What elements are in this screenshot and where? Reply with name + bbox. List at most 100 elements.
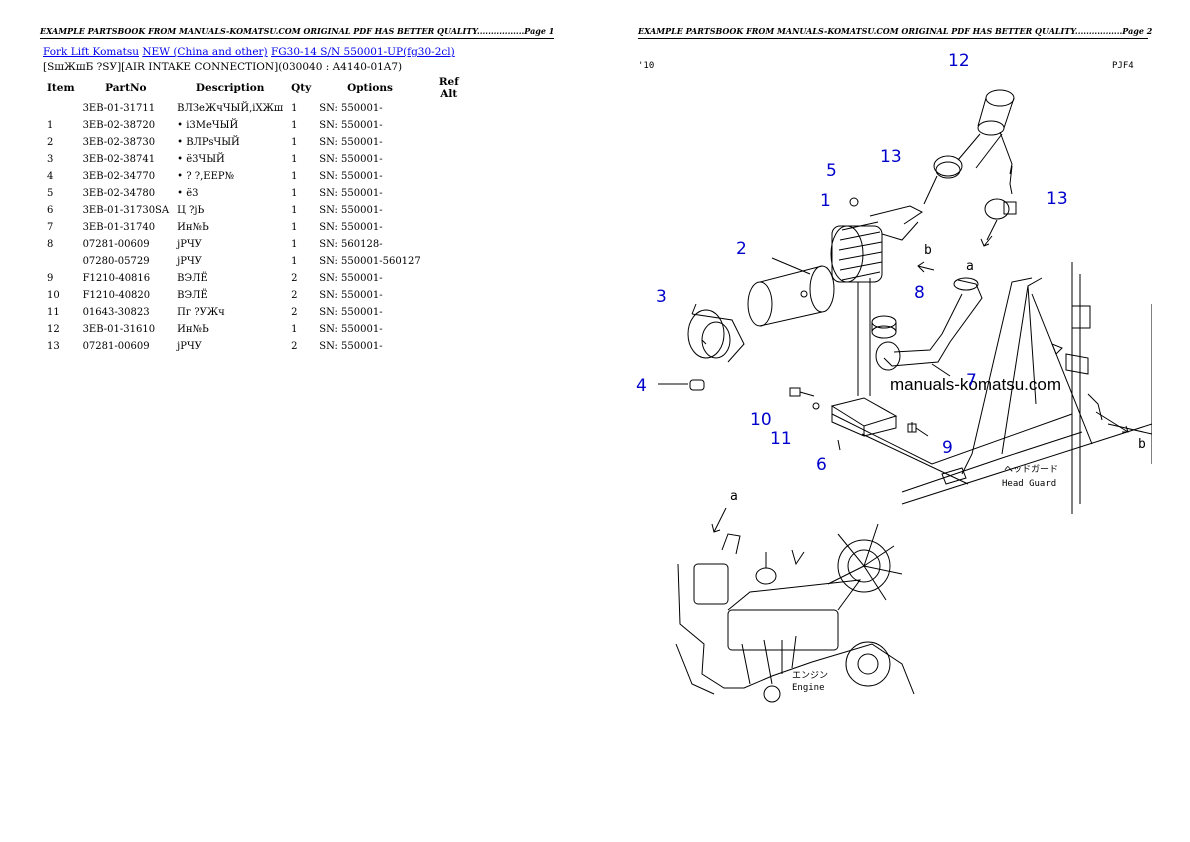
partno-cell: 3EB-02-34770 xyxy=(82,171,156,182)
letter-a-upper: a xyxy=(966,259,974,274)
refalt-cell xyxy=(425,117,473,134)
callout-number: 13 xyxy=(880,147,902,167)
qty-cell: 1 xyxy=(291,171,298,182)
column-header-description: Description xyxy=(195,82,265,94)
parts-diagram: '10 PJF4 ヘッドガード Head Guard エンジン Engine m… xyxy=(636,51,1152,703)
options-cell: SN: 550001- xyxy=(319,188,383,199)
callout-number: 2 xyxy=(736,239,747,259)
options-cell: SN: 550001- xyxy=(319,120,383,131)
table-header-row: Item PartNo Description Qty Options Ref … xyxy=(43,76,473,100)
qty-cell: 1 xyxy=(291,188,298,199)
refalt-cell xyxy=(425,151,473,168)
qty-cell: 1 xyxy=(291,222,298,233)
refalt-cell xyxy=(425,270,473,287)
callout-number: 1 xyxy=(820,191,831,211)
diagram-corner-left: '10 xyxy=(638,61,654,71)
letter-a-lower: a xyxy=(730,489,738,504)
partno-cell: F1210-40820 xyxy=(82,290,151,301)
item-cell: 4 xyxy=(47,171,54,182)
item-cell xyxy=(43,253,79,270)
partno-cell: 3EB-02-38741 xyxy=(82,154,156,165)
callout-number: 6 xyxy=(816,455,827,475)
page-title: [SшЖшБ ?SУ][AIR INTAKE CONNECTION](03004… xyxy=(43,61,403,73)
column-header-partno: PartNo xyxy=(105,82,147,94)
description-cell: ВЛЗеЖчЧЫЙ,iXЖш xyxy=(177,103,284,114)
description-cell: ВЭЛЁ xyxy=(177,273,208,284)
valve-4-drawing xyxy=(658,379,705,391)
partno-cell: 3EB-01-31730SA xyxy=(82,205,170,216)
qty-cell: 1 xyxy=(291,324,298,335)
item-cell: 7 xyxy=(47,222,54,233)
description-cell: • ё3ЧЫЙ xyxy=(177,154,225,165)
description-cell: Ин№Ь xyxy=(177,222,209,233)
air-cleaner-1-drawing xyxy=(830,197,923,396)
head-guard-en-label: Head Guard xyxy=(1002,479,1056,489)
breadcrumb-link-model[interactable]: FG30-14 S/N 550001-UP(fg30-2cl) xyxy=(271,46,455,58)
qty-cell: 1 xyxy=(291,103,298,114)
refalt-cell xyxy=(425,321,473,338)
qty-cell: 1 xyxy=(291,205,298,216)
partno-cell: 3EB-01-31740 xyxy=(82,222,156,233)
breadcrumb-link-forklift[interactable]: Fork Lift Komatsu xyxy=(43,46,139,58)
partno-cell: 07280-05729 xyxy=(82,256,150,267)
callout-number: 8 xyxy=(914,283,925,303)
description-cell: jРЧУ xyxy=(177,341,202,352)
qty-cell: 2 xyxy=(291,290,298,301)
partno-cell: F1210-40816 xyxy=(82,273,151,284)
item-cell: 3 xyxy=(47,154,54,165)
column-header-refalt: Ref Alt xyxy=(438,76,459,100)
options-cell: SN: 550001- xyxy=(319,222,383,233)
parts-table: Item PartNo Description Qty Options Ref … xyxy=(43,76,473,355)
column-header-options: Options xyxy=(347,82,393,94)
qty-cell: 1 xyxy=(291,256,298,267)
description-cell: Ин№Ь xyxy=(177,324,209,335)
page-header-1: EXAMPLE PARTSBOOK FROM MANUALS-KOMATSU.C… xyxy=(40,26,554,39)
partno-cell: 01643-30823 xyxy=(82,307,150,318)
refalt-cell xyxy=(425,287,473,304)
direction-arrows xyxy=(711,235,1129,533)
head-guard-jp-label: ヘッドガード xyxy=(1004,464,1058,475)
description-cell: • i3МеЧЫЙ xyxy=(177,120,239,131)
qty-cell: 2 xyxy=(291,341,298,352)
description-cell: Пг ?УЖч xyxy=(177,307,225,318)
item-cell: 2 xyxy=(47,137,54,148)
filter-element-2-drawing xyxy=(747,257,835,327)
callout-number: 10 xyxy=(750,410,772,430)
item-cell: 10 xyxy=(47,290,60,301)
refalt-cell xyxy=(425,168,473,185)
bolts-drawing xyxy=(789,387,929,437)
item-cell: 11 xyxy=(47,307,60,318)
engine-drawing xyxy=(675,523,915,703)
item-cell: 13 xyxy=(47,341,60,352)
breadcrumb-link-region[interactable]: NEW (China and other) xyxy=(142,46,268,58)
description-cell: • ё3 xyxy=(177,188,199,199)
callout-number: 3 xyxy=(656,287,667,307)
description-cell: jРЧУ xyxy=(177,239,202,250)
breadcrumb: Fork Lift Komatsu NEW (China and other) … xyxy=(43,46,455,58)
partno-cell: 3EB-02-34780 xyxy=(82,188,156,199)
diagram-corner-right: PJF4 xyxy=(1112,61,1134,71)
options-cell: SN: 550001- xyxy=(319,171,383,182)
refalt-cell xyxy=(425,304,473,321)
item-cell xyxy=(43,100,79,117)
partno-cell: 3EB-01-31711 xyxy=(82,103,156,114)
partno-cell: 3EB-02-38730 xyxy=(82,137,156,148)
callout-number: 12 xyxy=(948,51,970,71)
refalt-cell xyxy=(425,253,473,270)
item-cell: 8 xyxy=(47,239,54,250)
options-cell: SN: 550001- xyxy=(319,324,383,335)
qty-cell: 1 xyxy=(291,239,298,250)
refalt-cell xyxy=(425,100,473,117)
item-cell: 9 xyxy=(47,273,54,284)
cover-3-drawing xyxy=(687,303,745,363)
column-header-qty: Qty xyxy=(291,82,312,94)
